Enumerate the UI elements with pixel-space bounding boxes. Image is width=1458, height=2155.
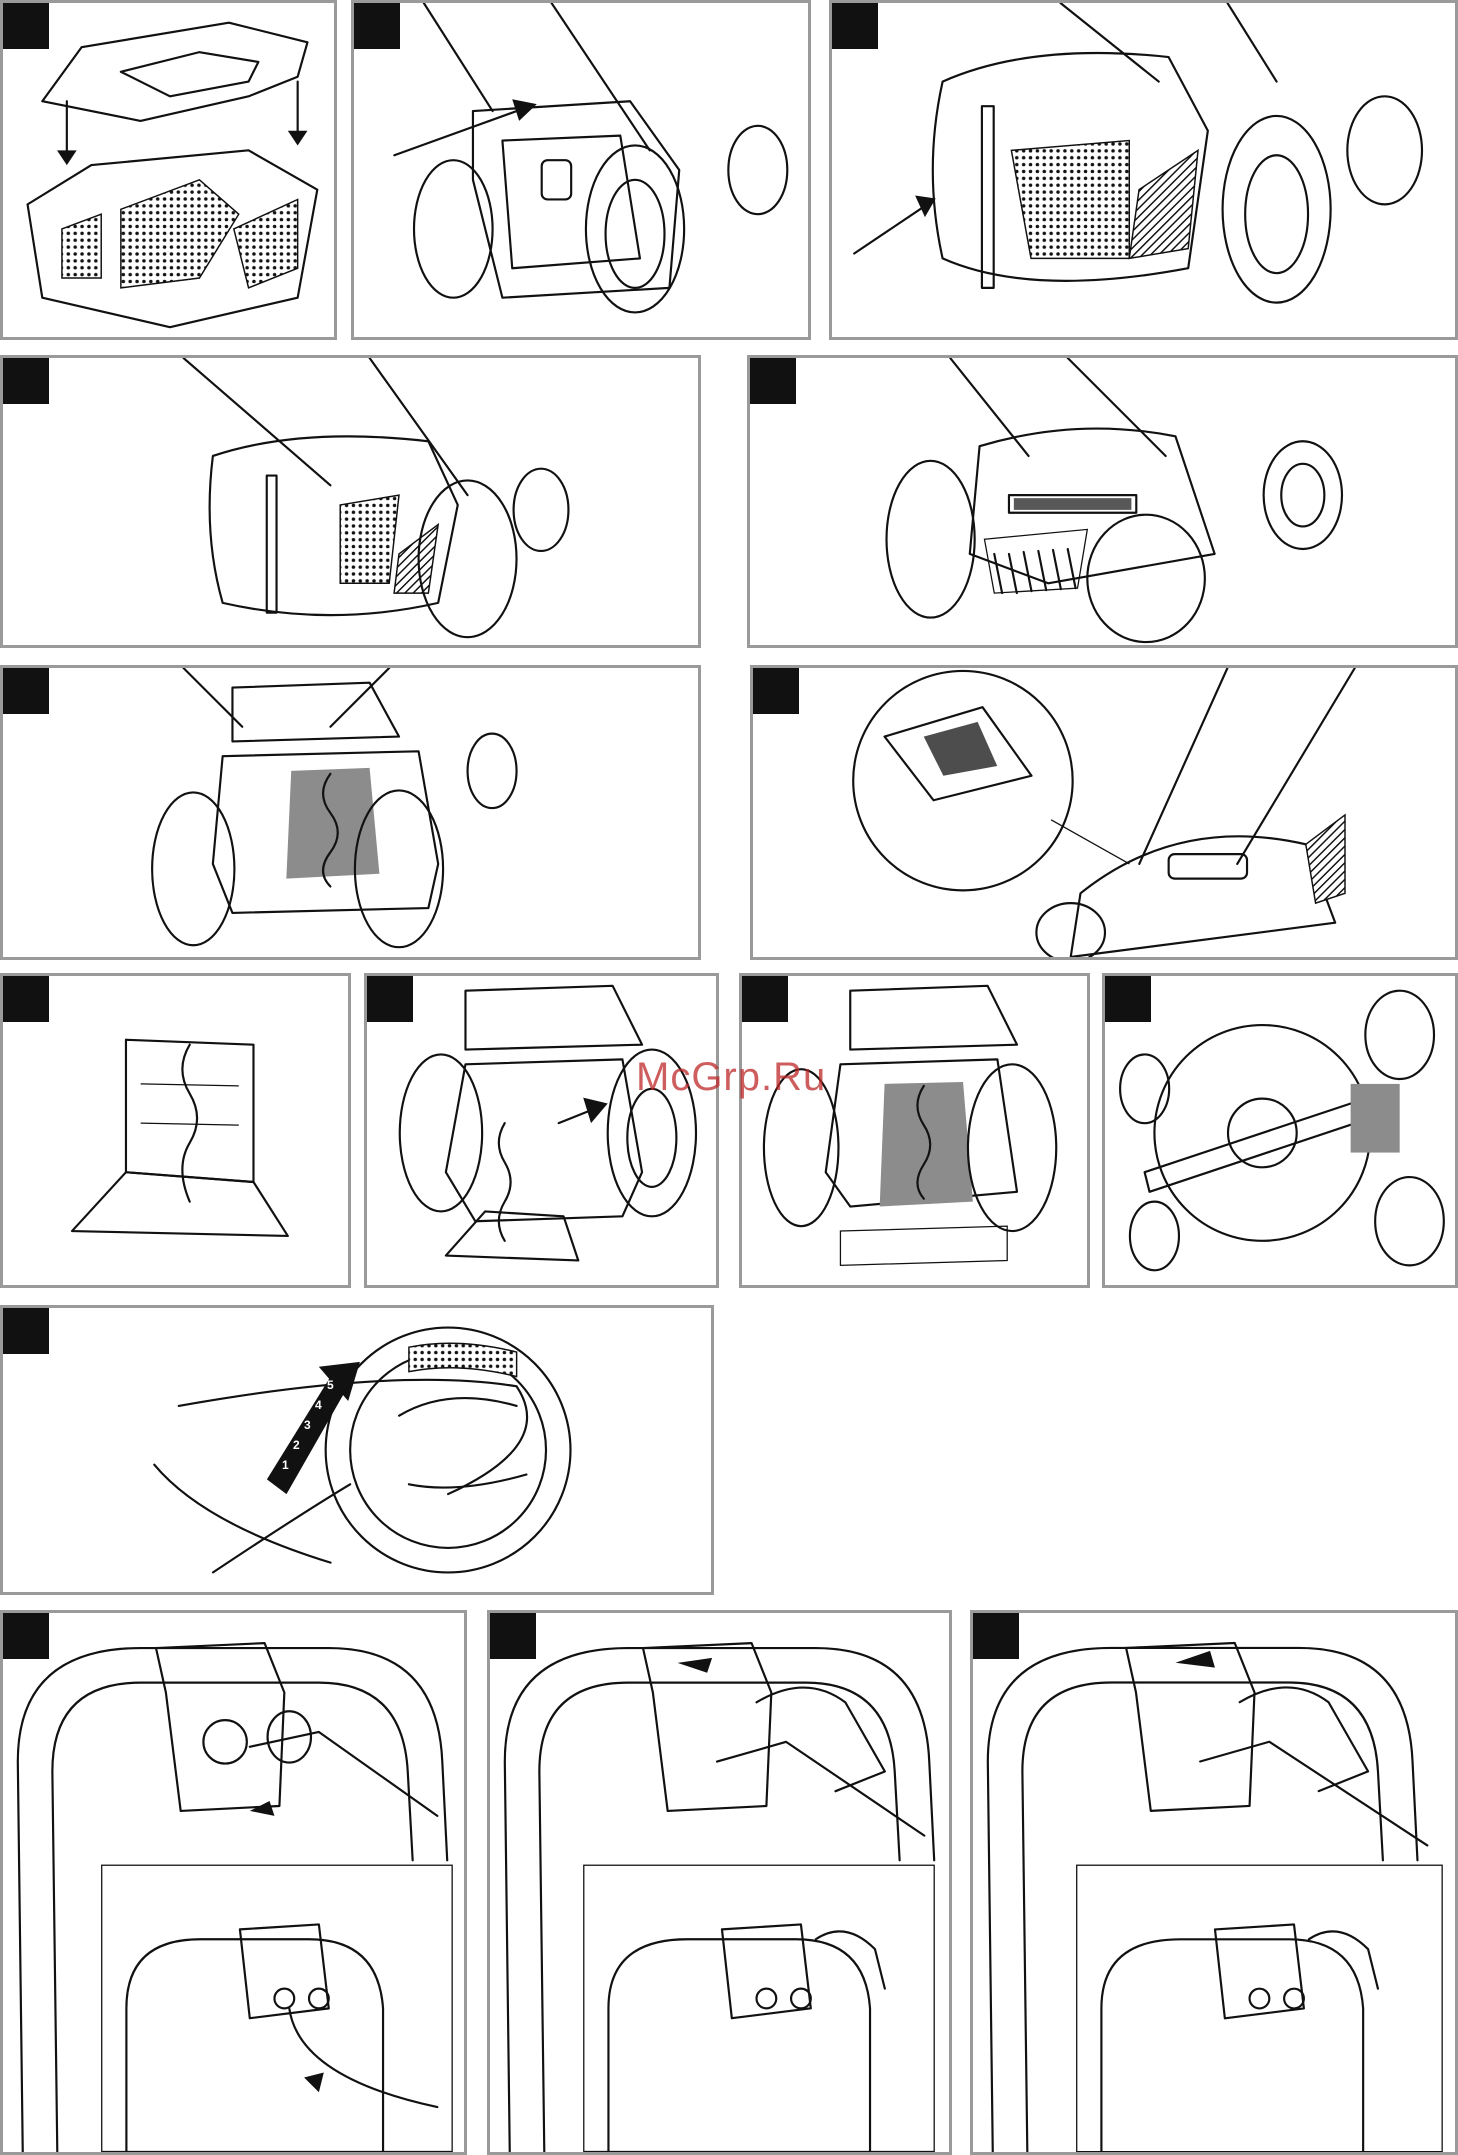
mower-underside-illustration — [1105, 976, 1455, 1285]
magnified-detail-illustration — [753, 668, 1455, 957]
arrow-icon — [1175, 1651, 1215, 1668]
mower-rear-illustration — [367, 976, 716, 1285]
scarifier-illustration — [750, 358, 1455, 645]
figure-panel-9-insert-mulch-plug — [364, 973, 719, 1288]
mower-rear-illustration — [742, 976, 1087, 1285]
arrow-icon — [250, 1801, 275, 1816]
figure-panel-1-grass-box-assembly — [0, 0, 337, 340]
arrow-icon — [304, 2073, 324, 2093]
figure-panel-8-mulch-plug — [0, 973, 351, 1288]
height-label-4: 4 — [315, 1398, 322, 1412]
mower-rear-illustration — [354, 3, 808, 337]
height-label-3: 3 — [304, 1418, 311, 1432]
arrow-icon — [915, 196, 936, 218]
arrow-icon — [512, 99, 537, 121]
mower-front-illustration — [3, 358, 698, 645]
height-label-2: 2 — [293, 1438, 300, 1452]
mower-front-illustration — [832, 3, 1455, 337]
handle-switch-box-illustration — [490, 1613, 949, 2152]
figure-panel-12-cutting-height-lever: 1 2 3 4 5 — [0, 1305, 714, 1595]
figure-panel-7-height-adjust-detail — [750, 665, 1458, 960]
mulch-plug-illustration — [3, 976, 348, 1285]
figure-panel-15-lock-cable — [970, 1610, 1458, 2155]
height-label-5: 5 — [327, 1378, 334, 1392]
height-scale-arrow — [267, 1377, 345, 1495]
figure-panel-2-attach-grass-box — [351, 0, 811, 340]
grass-box-illustration — [3, 3, 334, 337]
figure-panel-5-scarifier-front — [747, 355, 1458, 648]
handle-switch-box-illustration — [973, 1613, 1455, 2152]
height-label-1: 1 — [282, 1458, 289, 1472]
wheel-height-adjust-illustration — [3, 1308, 711, 1592]
arrow-icon — [583, 1098, 608, 1124]
down-arrow-icon — [288, 131, 308, 146]
watermark-text: McGrp.Ru — [636, 1055, 826, 1100]
figure-panel-13-connect-cable — [0, 1610, 467, 2155]
down-arrow-icon — [57, 150, 77, 165]
figure-panel-11-underside-blade — [1102, 973, 1458, 1288]
figure-panel-6-mulch-plug-installed — [0, 665, 701, 960]
figure-panel-10-plug-in-place — [739, 973, 1090, 1288]
arrow-icon — [678, 1658, 713, 1673]
figure-panel-3-grass-box-indicator — [829, 0, 1458, 340]
figure-panel-4-grass-box-full — [0, 355, 701, 648]
mower-rear-illustration — [3, 668, 698, 957]
handle-switch-box-illustration — [3, 1613, 464, 2152]
figure-panel-14-cable-strain-relief — [487, 1610, 952, 2155]
